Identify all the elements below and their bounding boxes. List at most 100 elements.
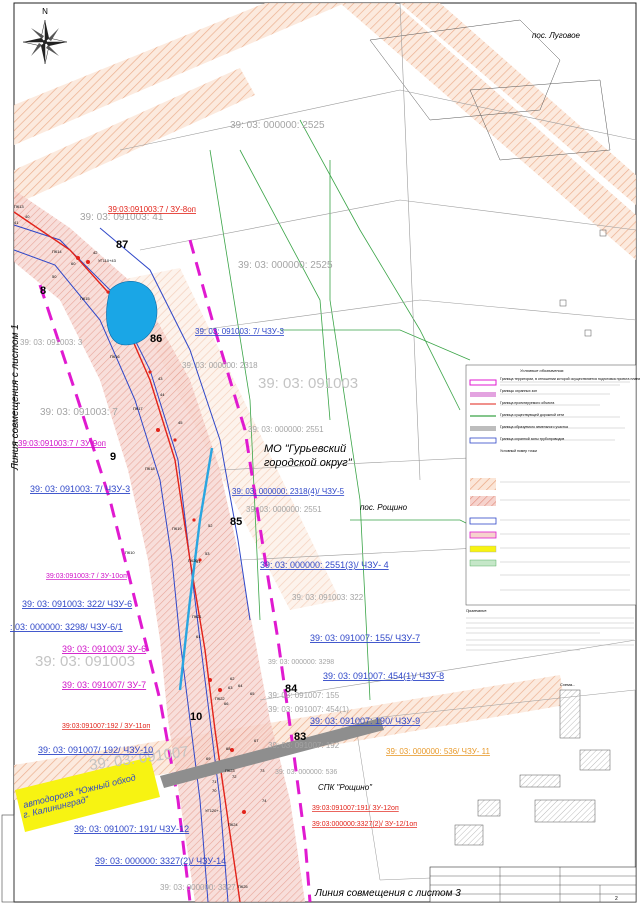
legend-title: Условные обозначения: (520, 368, 564, 373)
point-label-s_pk14: ПК14 (52, 249, 62, 254)
parcel-label-b11: 39: 03: 091007: 191/ ЧЗУ-12 (74, 824, 189, 834)
parcel-label-p91003_7: 39: 03: 091003: 7 (40, 407, 118, 418)
parcel-label-b8: 39: 03: 091007: 454(1)/ ЧЗУ-8 (323, 671, 444, 681)
point-label-s_45: 45 (178, 420, 183, 425)
north-label: N (42, 7, 48, 16)
point-label-s_69: 69 (206, 756, 211, 761)
point-number-n9: 9 (110, 451, 116, 463)
pond (106, 281, 158, 346)
point-number-n84: 84 (285, 683, 298, 695)
point-label-s_pk22: ПК22 (215, 696, 225, 701)
point-label-s_68: 68 (226, 746, 231, 751)
parcel-label-r3: 39:03:091007:191/ ЗУ-12оп (312, 805, 399, 812)
settlement-roshchino: пос. Рощино (360, 503, 408, 512)
point-number-n86: 86 (150, 333, 162, 345)
settlement-spk: СПК "Рощино" (318, 783, 373, 792)
point-label-s_53: 53 (205, 551, 210, 556)
point-label-s_63: 63 (228, 685, 233, 690)
blue-boundary-lines (13, 224, 251, 903)
point-label-s_41: 41 (14, 220, 19, 225)
parcel-label-r4: 39:03:000000:3327(2)/ ЗУ-12/1оп (312, 821, 417, 828)
parcel-label-p2551a: 39: 03: 000000: 2551 (248, 425, 324, 434)
kvartal-k1: 39: 03: 091003 (258, 375, 358, 392)
notes-block: Примечание: (466, 609, 634, 651)
parcel-label-p155: 39: 03: 091007: 155 (268, 691, 340, 700)
legend-item-5: Граница охранной зоны трубопроводов (500, 437, 564, 441)
point-number-n8: 8 (40, 285, 46, 297)
side-stamp (1, 814, 15, 903)
parcel-label-p454: 39: 03: 091007: 454(1) (268, 705, 349, 714)
point-label-s_51: 51 (196, 559, 201, 564)
point-label-s_70: 70 (212, 788, 217, 793)
point-label-s_65: 65 (250, 691, 255, 696)
point-label-s_71: 71 (212, 779, 217, 784)
legend-item-3: Граница существующей дорожной сети (500, 413, 564, 417)
point-label-s_pk18: ПК18 (145, 466, 155, 471)
parcel-label-p2525b: 39: 03: 000000: 2525 (238, 260, 333, 271)
point-label-s_42: 42 (93, 250, 98, 255)
point-label-s_72: 72 (232, 774, 237, 779)
parcel-label-p91003_41: 39: 03: 091003: 41 (80, 212, 164, 223)
point-label-s_40: 40 (25, 214, 30, 219)
point-label-s_74: 74 (262, 798, 267, 803)
match-line-sheet-3: Линия совмещения с листом 3 (314, 888, 461, 899)
parcel-boundaries (119, 2, 637, 701)
point-label-s_66: 66 (224, 701, 229, 706)
point-label-s_pk13: ПК13 (14, 204, 24, 209)
parcel-label-p2525a: 39: 03: 000000: 2525 (230, 120, 325, 131)
parcel-label-p192: 39: 03: 091007: 192 (268, 741, 340, 750)
parcel-label-m1: 39:03:091003:7 / ЗУ-9оп (18, 439, 106, 448)
project-boundary-dashed (38, 239, 312, 903)
parcel-label-b10: 39: 03: 091007/ 192/ ЧЗУ-10 (38, 745, 153, 755)
point-number-n85: 85 (230, 516, 242, 528)
settlement-area (354, 19, 636, 881)
green-boundary-lines (209, 119, 541, 701)
point-label-s_pk25: ПК25 (238, 884, 248, 889)
legend: Условные обозначения: (465, 364, 637, 606)
water-pipe (178, 447, 214, 691)
point-label-s_pk15: ПК15 (80, 296, 90, 301)
point-label-s_52: 52 (208, 523, 213, 528)
point-label-s_pk10: ПК10 (125, 550, 135, 555)
kvartal-k2: 39: 03: 091003 (35, 653, 135, 670)
legend-item-1: Границы охранных зон (500, 389, 537, 393)
notes-title: Примечание: (466, 609, 487, 613)
pipeline-axis (13, 211, 241, 903)
parcel-label-r1: 39:03:091003:7 / ЗУ-8оп (108, 205, 196, 214)
point-label-s_44: 44 (160, 392, 165, 397)
parcel-label-p2551b: 39: 03: 000000: 2551 (246, 505, 322, 514)
match-line-sheet-1: Линия совмещения с листом 1 (10, 324, 21, 471)
parcel-label-b1: 39: 03: 091003: 7/ ЧЗУ-3 (195, 327, 285, 336)
point-label-s_pk16: ПК16 (110, 354, 120, 359)
parcel-label-p2318: 39: 03: 000000: 2318 (182, 361, 258, 370)
point-label-s_pk17: ПК17 (133, 406, 143, 411)
point-label-s_73: 73 (260, 768, 265, 773)
point-number-n10: 10 (190, 711, 202, 723)
parcel-label-b5: 39: 03: 091003: 322/ ЧЗУ-6 (22, 599, 132, 609)
title-block: 2 (429, 866, 637, 903)
point-label-s_64: 64 (238, 683, 243, 688)
point-label-s_pk21: ПК21 (192, 614, 202, 619)
point-label-s_pk20: ПК20 (188, 558, 198, 563)
parcel-label-b4: 39: 03: 000000: 2551(3)/ ЧЗУ- 4 (260, 560, 389, 570)
point-label-s_67: 67 (254, 738, 259, 743)
parcel-label-p3327: 39: 03: 000000: 3327 (160, 883, 236, 892)
parcel-label-m4: 39: 03: 091007/ ЗУ-7 (62, 680, 146, 690)
point-label-s_pk23: ПК23 (225, 768, 235, 773)
road-label-box (15, 757, 160, 832)
legend-item-0: Граница территории, в отношении которой … (500, 377, 640, 381)
point-number-n83: 83 (294, 731, 306, 743)
district-label-0: МО "Гурьевский (264, 443, 346, 455)
point-label-s_50: 50 (52, 274, 57, 279)
point-label-s_ug2: УГ120+... (205, 808, 222, 813)
parcel-label-p536: 39: 03: 000000: 536 (275, 769, 337, 776)
legend-item-2: Граница проектируемого объекта (500, 401, 554, 405)
parcel-label-r2: 39:03:091007:192 / ЗУ-11оп (62, 723, 150, 730)
point-markers (76, 256, 246, 814)
legend-item-6: Условный номер точки (500, 449, 537, 453)
parcel-label-p322: 39: 03: 091003: 322 (292, 593, 364, 602)
point-label-s_60: 60 (71, 261, 76, 266)
buildings-label: Схема... (560, 682, 575, 687)
legend-item-4: Граница образуемого земельного участка (500, 425, 568, 429)
